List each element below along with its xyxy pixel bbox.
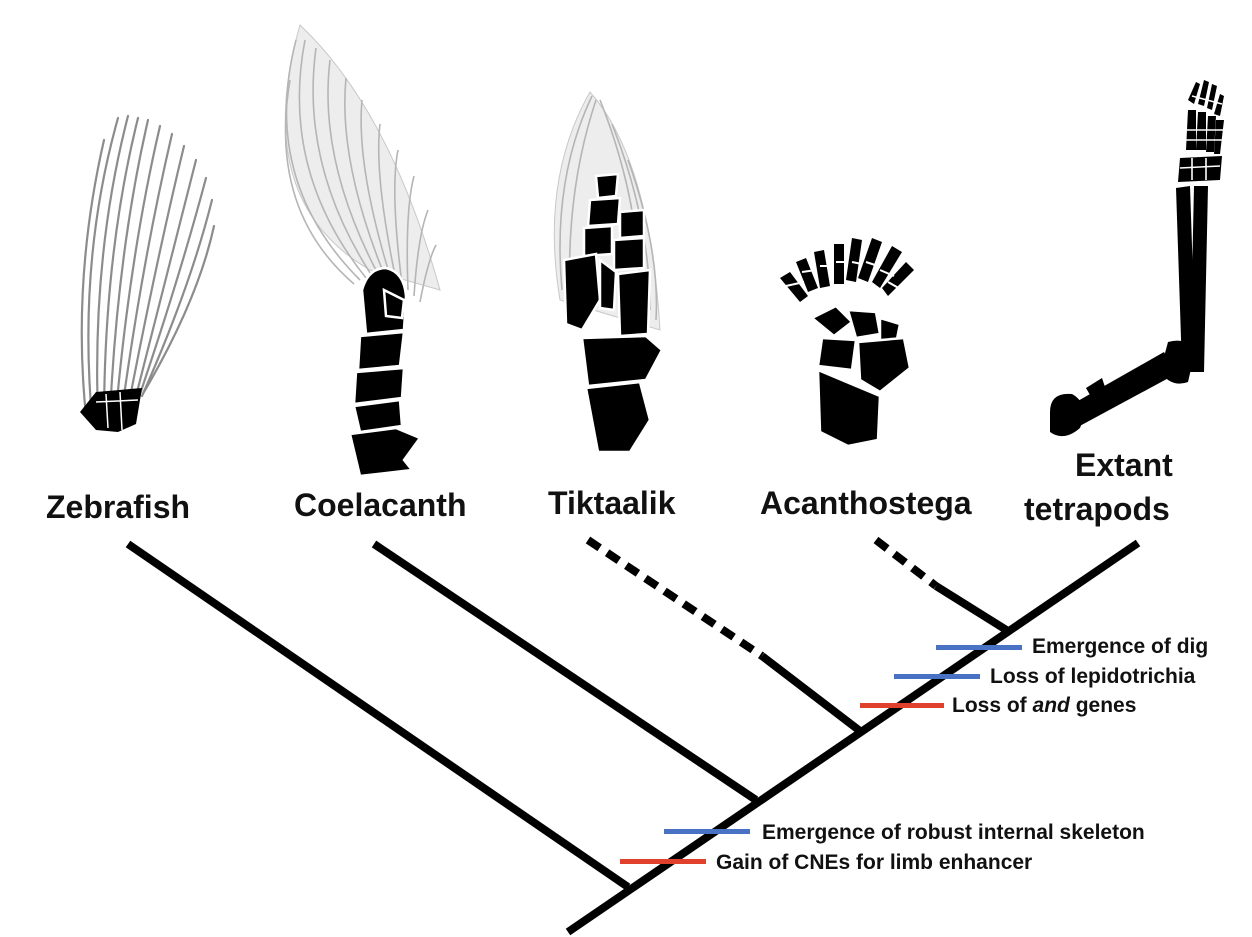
zebrafish-fin-illustration bbox=[80, 116, 214, 432]
branch-acanthostega-dashed bbox=[876, 540, 936, 586]
event-tick-emergence-of-digits bbox=[936, 645, 1022, 650]
event-labels: Emergence of dig Loss of lepidotrichia L… bbox=[716, 635, 1208, 874]
branch-tiktaalik-solid bbox=[762, 656, 860, 731]
branch-tiktaalik-dashed bbox=[588, 540, 762, 656]
event-label-loss-of-and-genes: Loss of and genes bbox=[952, 694, 1136, 717]
taxon-label-extant-line1: Extant bbox=[1075, 447, 1173, 483]
branch-zebrafish bbox=[128, 544, 628, 887]
coelacanth-fin-illustration bbox=[285, 25, 440, 476]
taxon-label-extant-line2: tetrapods bbox=[1024, 491, 1170, 527]
event-label-robust-internal-skeleton: Emergence of robust internal skeleton bbox=[762, 821, 1145, 844]
extant-tetrapod-limb-illustration bbox=[1050, 80, 1224, 436]
taxon-label-zebrafish: Zebrafish bbox=[46, 489, 190, 525]
event-label-cnes-limb-enhancer: Gain of CNEs for limb enhancer bbox=[716, 851, 1032, 874]
event-tick-robust-internal-skeleton bbox=[664, 829, 750, 834]
taxon-labels: Zebrafish Coelacanth Tiktaalik Acanthost… bbox=[46, 447, 1173, 527]
event-tick-loss-of-lepidotrichia bbox=[894, 674, 980, 679]
event-label-emergence-of-digits: Emergence of dig bbox=[1032, 635, 1208, 658]
branch-acanthostega-solid bbox=[936, 586, 1008, 631]
tiktaalik-fin-illustration bbox=[554, 92, 662, 452]
acanthostega-limb-illustration bbox=[780, 238, 914, 446]
taxon-label-coelacanth: Coelacanth bbox=[294, 487, 466, 523]
taxon-label-acanthostega: Acanthostega bbox=[760, 485, 972, 521]
event-tick-cnes-limb-enhancer bbox=[620, 859, 706, 864]
branch-coelacanth bbox=[374, 544, 756, 800]
event-tick-loss-of-and-genes bbox=[860, 703, 944, 708]
event-label-loss-of-lepidotrichia: Loss of lepidotrichia bbox=[990, 665, 1196, 688]
taxon-label-tiktaalik: Tiktaalik bbox=[548, 485, 676, 521]
